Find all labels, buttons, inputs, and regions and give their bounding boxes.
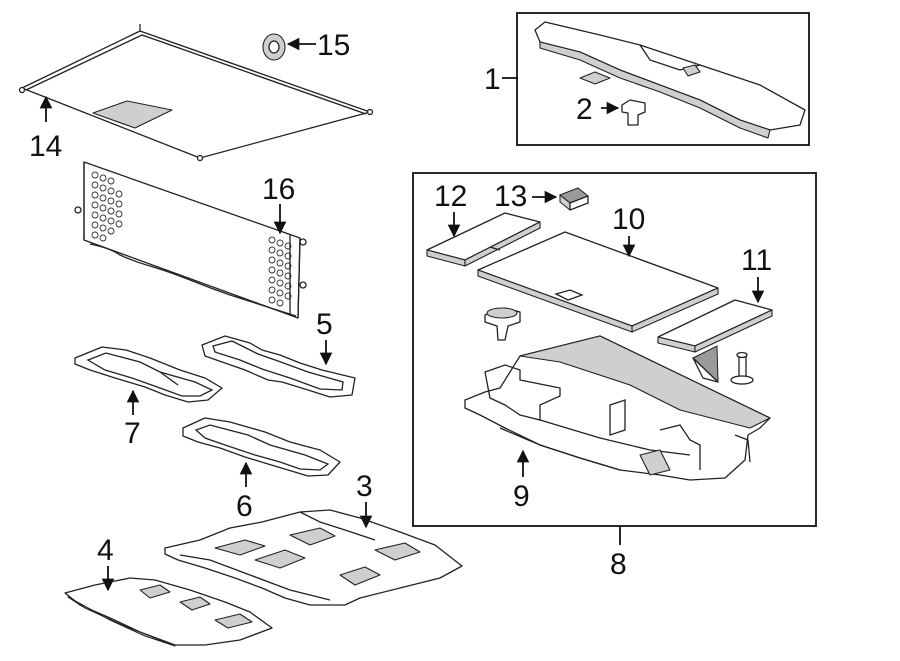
callout-8: 8 (610, 548, 627, 581)
callout-labels: 1 2 3 4 5 6 7 8 9 10 11 12 13 14 15 16 (29, 29, 772, 581)
bolt-part[interactable] (730, 351, 754, 385)
part-11-lid[interactable] (657, 299, 773, 353)
part-13-knob[interactable] (559, 187, 589, 211)
callout-4: 4 (97, 534, 114, 567)
part-12-lid[interactable] (426, 212, 541, 267)
callout-2: 2 (576, 93, 593, 126)
callout-9: 9 (513, 480, 530, 513)
callout-11: 11 (741, 244, 772, 277)
callout-16: 16 (262, 173, 295, 206)
leader-lines (39, 37, 765, 592)
part-4-floor-panel[interactable] (64, 577, 273, 647)
callout-5: 5 (316, 308, 333, 341)
part-14-cargo-cover[interactable] (18, 24, 374, 162)
callout-3: 3 (356, 470, 373, 503)
callout-14: 14 (29, 130, 62, 163)
callout-12: 12 (434, 180, 467, 213)
part-9-storage-tray[interactable] (464, 335, 771, 481)
part-16-cargo-net[interactable] (74, 161, 307, 319)
part-1-box (516, 12, 810, 146)
callout-1: 1 (484, 63, 501, 96)
part-1-trim-panel[interactable] (534, 21, 806, 139)
callout-15: 15 (317, 29, 350, 62)
part-6-panel[interactable] (182, 417, 341, 477)
callout-6: 6 (236, 490, 253, 523)
part-8-box (412, 172, 817, 527)
part-15-clip[interactable] (262, 33, 286, 61)
callout-13: 13 (494, 180, 527, 213)
part-2-clip[interactable] (579, 71, 646, 126)
part-3-floor-tray[interactable] (164, 509, 463, 606)
wedge-part[interactable] (692, 345, 719, 384)
callout-10: 10 (612, 203, 645, 236)
part-7-panel[interactable] (74, 346, 223, 403)
callout-7: 7 (124, 417, 141, 450)
knob-part[interactable] (484, 307, 521, 341)
part-10-panel[interactable] (477, 231, 719, 333)
part-5-panel[interactable] (201, 335, 356, 398)
